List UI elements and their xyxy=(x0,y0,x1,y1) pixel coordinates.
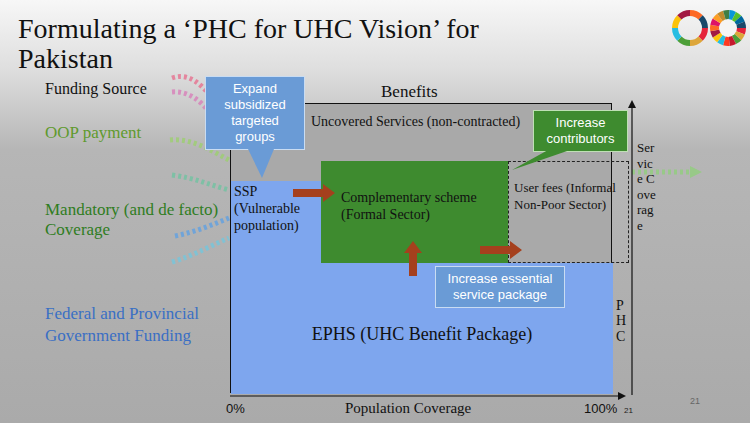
callout-box: Increase essential service package xyxy=(435,266,565,308)
slide-title: Formulating a ‘PHC for UHC Vision’ for P… xyxy=(18,14,518,74)
ssp-region: SSP (Vulnerable population) xyxy=(231,181,321,263)
node-text: Increase essential service package xyxy=(441,271,559,303)
node-text: EPHS (UHC Benefit Package) xyxy=(231,263,613,345)
callout-tail xyxy=(512,150,570,170)
axis-label: Population Coverage xyxy=(345,400,471,417)
ephs-region: EPHS (UHC Benefit Package) xyxy=(231,263,613,394)
axis-label: Service Coverage xyxy=(637,140,657,234)
node-text: User fees (Informal Non-Poor Sector) xyxy=(509,162,628,213)
page-number: 21 xyxy=(690,396,700,406)
page-number: 21 xyxy=(624,406,633,415)
callout-box: Expand subsidized targeted groups xyxy=(205,76,305,150)
funding-label: Mandatory (and de facto) Coverage xyxy=(45,200,220,240)
block-arrow xyxy=(480,241,522,259)
callout-tail xyxy=(248,149,274,178)
funding-label: OOP payment xyxy=(45,123,141,143)
node-text: Benefits xyxy=(381,82,438,102)
side-label: Funding Source xyxy=(45,80,147,98)
block-arrow xyxy=(404,241,422,276)
node-text: Increase contributors xyxy=(539,115,622,147)
user-fees-region: User fees (Informal Non-Poor Sector) xyxy=(508,161,629,263)
block-arrow xyxy=(293,184,335,202)
node-text: Uncovered Services (non-contracted) xyxy=(311,114,520,130)
funding-label: Federal and Provincial Government Fundin… xyxy=(45,303,220,347)
node-text: SSP (Vulnerable population) xyxy=(231,181,321,236)
axis-label: PHC xyxy=(616,298,630,344)
axis-tick: 0% xyxy=(226,401,245,416)
node-text: Expand subsidized targeted groups xyxy=(211,81,299,145)
callout-box: Increase contributors xyxy=(533,110,628,152)
axis-tick: 100% xyxy=(584,401,617,416)
node-text: Complementary scheme (Formal Sector) xyxy=(321,161,508,223)
